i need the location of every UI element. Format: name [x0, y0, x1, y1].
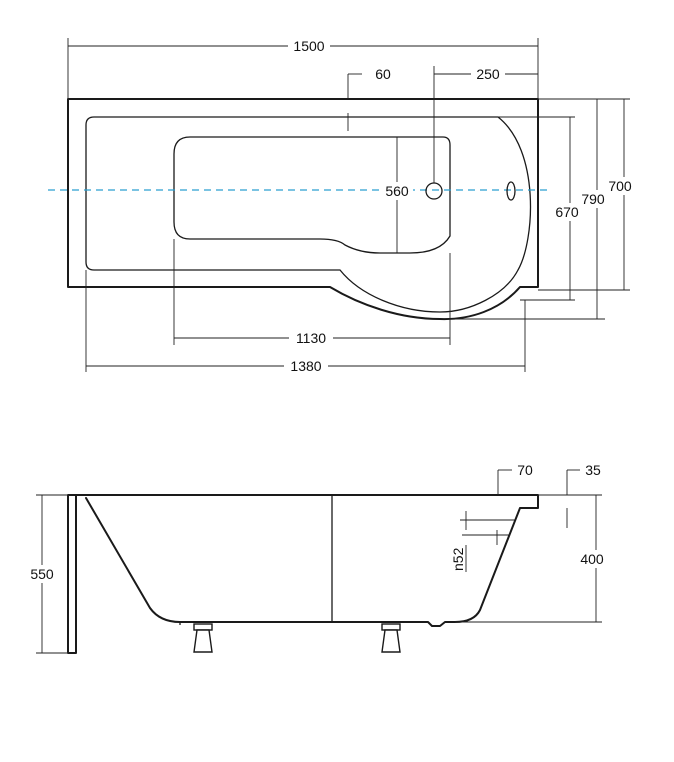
dim-label-70: 70 [517, 462, 533, 478]
drain-icon [425, 182, 443, 200]
dim-rim: 70 35 [497, 462, 601, 528]
dim-bottom-length: 1130 [173, 239, 451, 347]
plan-outer-rim [67, 98, 539, 321]
overflow-detail: n52 [450, 511, 515, 572]
dim-depth: 400 [455, 494, 611, 623]
dim-drain-overflow: 60 250 [347, 65, 538, 183]
dim-label-60: 60 [375, 66, 391, 82]
dim-label-1130: 1130 [296, 330, 326, 346]
tub-section-outline [75, 494, 539, 627]
plan-view: 1500 60 250 560 670 [48, 37, 635, 375]
plan-basin-bottom [173, 136, 451, 254]
dim-inner-depth: 560 [381, 137, 413, 253]
foot-bracket-left [193, 623, 213, 631]
dim-label-1500: 1500 [293, 38, 324, 54]
dim-label-790: 790 [581, 191, 605, 207]
plan-inner-rim [85, 116, 532, 313]
dim-label-550: 550 [30, 566, 54, 582]
dim-label-700: 700 [608, 178, 632, 194]
dim-label-35: 35 [585, 462, 601, 478]
dim-label-1380: 1380 [290, 358, 321, 374]
side-view: n52 550 400 70 35 [25, 462, 611, 654]
dim-label-670: 670 [555, 204, 579, 220]
dim-label-250: 250 [476, 66, 500, 82]
dim-inner-length: 1380 [85, 270, 526, 375]
front-panel [67, 494, 77, 654]
dim-total-height: 550 [25, 494, 68, 654]
tub-feet [179, 622, 401, 653]
dim-label-n52: n52 [450, 547, 466, 571]
dim-widths: 670 790 700 [450, 98, 635, 320]
foot-right-icon [381, 629, 401, 653]
dim-label-400: 400 [580, 551, 604, 567]
foot-bracket-right [381, 623, 401, 631]
dim-label-560: 560 [385, 183, 409, 199]
overflow-icon [506, 181, 516, 201]
foot-left-icon [193, 629, 213, 653]
dim-total-length: 1500 [67, 37, 539, 99]
